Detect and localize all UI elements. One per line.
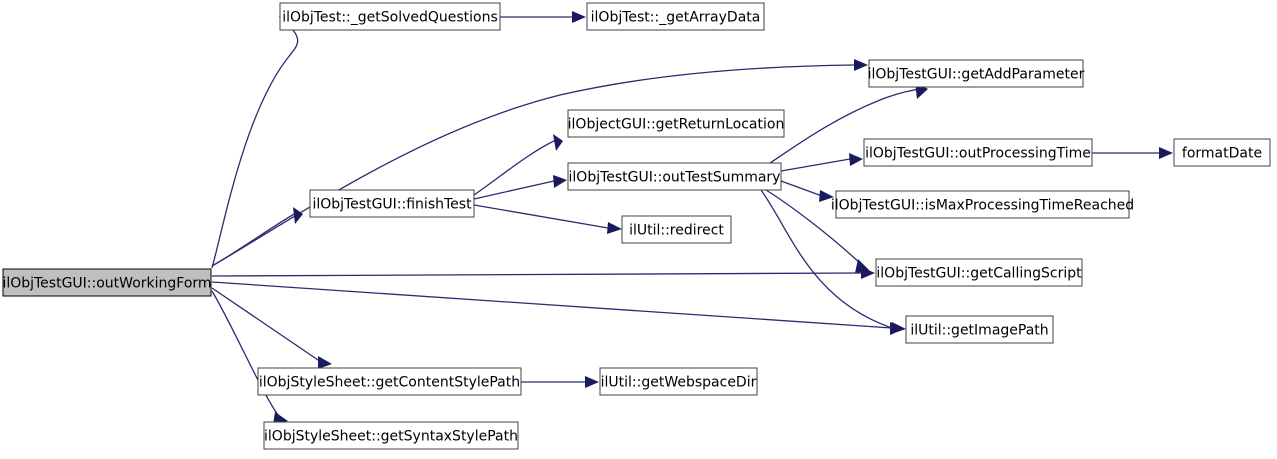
arrowhead-icon bbox=[819, 190, 834, 202]
arrowhead-icon bbox=[572, 11, 586, 23]
graph-node-getImagePath[interactable]: ilUtil::getImagePath bbox=[905, 315, 1054, 344]
node-box[interactable] bbox=[599, 367, 758, 396]
call-edge-outTestSummary-to-getCallingScript bbox=[765, 189, 863, 266]
node-label: ilObjStyleSheet::getSyntaxStylePath bbox=[264, 429, 518, 445]
graph-node-finishTest[interactable]: ilObjTestGUI::finishTest bbox=[309, 189, 475, 218]
node-box[interactable] bbox=[567, 162, 782, 191]
graph-node-outProcessingTime[interactable]: ilObjTestGUI::outProcessingTime bbox=[863, 138, 1093, 167]
graph-node-formatDate[interactable]: formatDate bbox=[1173, 138, 1271, 167]
node-box[interactable] bbox=[868, 59, 1084, 88]
graph-node-outWorkingForm[interactable]: ilObjTestGUI::outWorkingForm bbox=[2, 268, 212, 297]
graph-node-getSyntaxStylePath[interactable]: ilObjStyleSheet::getSyntaxStylePath bbox=[263, 421, 519, 450]
node-label: ilObjTestGUI::isMaxProcessingTimeReached bbox=[831, 198, 1134, 214]
arrowhead-icon bbox=[854, 59, 868, 71]
arrowhead-icon bbox=[293, 207, 303, 224]
edge-layer bbox=[211, 11, 1173, 425]
graph-node-getAddParameter[interactable]: ilObjTestGUI::getAddParameter bbox=[868, 59, 1085, 88]
node-label: ilObjectGUI::getReturnLocation bbox=[568, 117, 785, 133]
graph-node-getReturnLocation[interactable]: ilObjectGUI::getReturnLocation bbox=[567, 109, 785, 138]
node-label: ilUtil::redirect bbox=[629, 223, 724, 239]
node-box[interactable] bbox=[279, 2, 501, 31]
node-box[interactable] bbox=[257, 367, 522, 396]
graph-node-getWebspaceDir[interactable]: ilUtil::getWebspaceDir bbox=[599, 367, 758, 396]
node-label: formatDate bbox=[1182, 146, 1262, 162]
graph-node-getSolvedQuestions[interactable]: ilObjTest::_getSolvedQuestions bbox=[279, 2, 501, 31]
node-label: ilObjTestGUI::outWorkingForm bbox=[2, 276, 211, 292]
node-layer: ilObjTestGUI::outWorkingForm ilObjTest::_… bbox=[2, 2, 1271, 450]
node-label: ilObjStyleSheet::getContentStylePath bbox=[259, 375, 520, 391]
node-label: ilUtil::getWebspaceDir bbox=[601, 375, 757, 391]
graph-node-getContentStylePath[interactable]: ilObjStyleSheet::getContentStylePath bbox=[257, 367, 522, 396]
node-label: ilObjTestGUI::finishTest bbox=[312, 197, 472, 213]
node-box[interactable] bbox=[1173, 138, 1271, 167]
node-label: ilObjTestGUI::outTestSummary bbox=[569, 170, 781, 186]
call-edge-finishTest-to-getReturnLocation bbox=[473, 139, 557, 196]
node-label: ilUtil::getImagePath bbox=[910, 323, 1048, 339]
graph-node-isMaxProcessingTimeReached[interactable]: ilObjTestGUI::isMaxProcessingTimeReached bbox=[831, 190, 1134, 219]
node-label: ilObjTest::_getSolvedQuestions bbox=[282, 10, 498, 26]
call-edge-outTestSummary-to-outProcessingTime bbox=[780, 158, 851, 172]
arrowhead-icon bbox=[849, 153, 863, 166]
arrowhead-icon bbox=[891, 322, 906, 334]
call-edge-outWorkingForm-to-getSyntaxStylePath bbox=[211, 290, 281, 419]
graph-node-outTestSummary[interactable]: ilObjTestGUI::outTestSummary bbox=[567, 162, 782, 191]
node-box[interactable] bbox=[875, 258, 1083, 287]
call-edge-finishTest-to-outTestSummary bbox=[473, 180, 555, 200]
arrowhead-icon bbox=[1159, 147, 1173, 159]
call-edge-outTestSummary-to-getAddParameter bbox=[769, 88, 922, 164]
node-label: ilObjTest::_getArrayData bbox=[591, 10, 761, 26]
call-edge-outWorkingForm-to-finishTest bbox=[211, 212, 297, 267]
arrowhead-icon bbox=[553, 134, 563, 151]
node-box[interactable] bbox=[905, 315, 1054, 344]
node-box[interactable] bbox=[863, 138, 1093, 167]
node-box[interactable] bbox=[263, 421, 519, 450]
call-edge-outWorkingForm-to-getContentStylePath bbox=[211, 287, 322, 363]
node-box[interactable] bbox=[586, 2, 765, 31]
arrowhead-icon bbox=[553, 175, 567, 188]
node-label: ilObjTestGUI::outProcessingTime bbox=[865, 146, 1091, 162]
call-edge-outTestSummary-to-isMaxProcessingTimeReached bbox=[780, 180, 823, 197]
call-edge-outTestSummary-to-getImagePath bbox=[760, 189, 893, 329]
node-label: ilObjTestGUI::getCallingScript bbox=[876, 266, 1082, 282]
arrowhead-icon bbox=[318, 356, 332, 369]
graph-node-getArrayData[interactable]: ilObjTest::_getArrayData bbox=[586, 2, 765, 31]
call-edge-outWorkingForm-to-getSolvedQuestions bbox=[211, 21, 299, 269]
node-box[interactable] bbox=[567, 109, 785, 138]
arrowhead-icon bbox=[607, 222, 622, 234]
node-box[interactable] bbox=[835, 190, 1130, 219]
graph-node-redirect[interactable]: ilUtil::redirect bbox=[621, 215, 732, 244]
node-label: ilObjTestGUI::getAddParameter bbox=[868, 67, 1085, 83]
call-edge-finishTest-to-redirect bbox=[473, 204, 609, 229]
graph-node-getCallingScript[interactable]: ilObjTestGUI::getCallingScript bbox=[875, 258, 1083, 287]
node-box[interactable] bbox=[621, 215, 732, 244]
node-box[interactable] bbox=[2, 268, 212, 297]
arrowhead-icon bbox=[861, 267, 875, 279]
node-box[interactable] bbox=[309, 189, 475, 218]
call-edge-outWorkingForm-to-getCallingScript bbox=[211, 272, 863, 277]
arrowhead-icon bbox=[585, 376, 599, 388]
call-edge-outWorkingForm-to-getImagePath bbox=[211, 281, 893, 329]
